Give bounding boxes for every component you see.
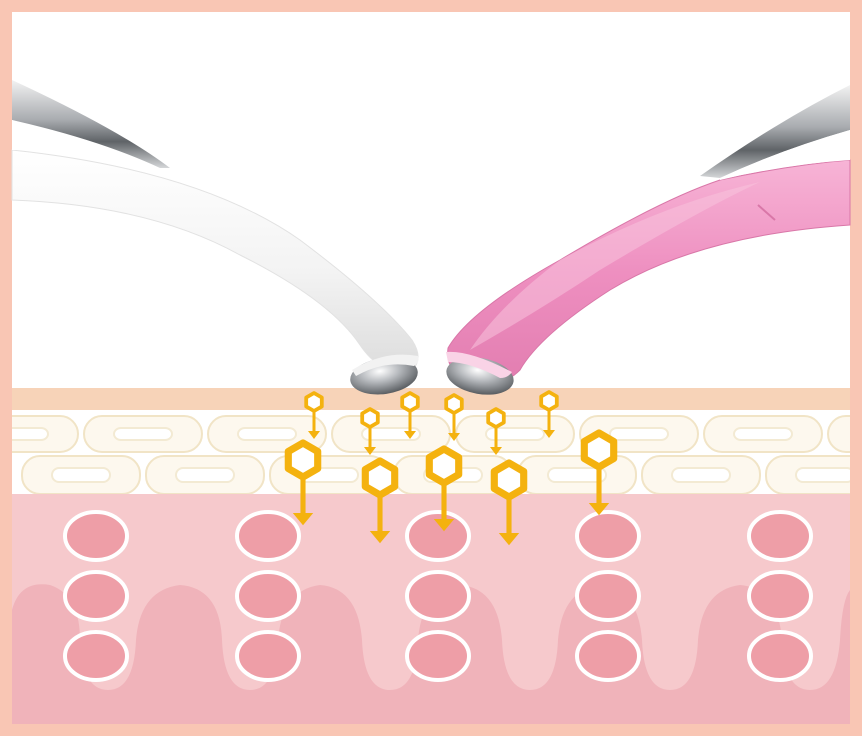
molecule-hexagon-icon [444, 393, 464, 415]
skin-surface-band [12, 388, 850, 412]
white-wand-metal-tip [12, 80, 170, 168]
arrow-down-icon [448, 413, 460, 441]
epidermis-cell-layer [0, 400, 862, 500]
molecule-hexagon-icon [361, 457, 399, 499]
epidermis-cell [455, 415, 575, 453]
epidermis-cell [145, 455, 265, 495]
white-massager-wand [11, 80, 419, 395]
active-ingredient-molecules [284, 390, 618, 546]
arrow-down-icon [292, 478, 314, 526]
arrow-down-icon [364, 427, 376, 455]
molecule-hexagon-icon [425, 445, 463, 487]
molecule-hexagon-icon [360, 407, 380, 429]
follicle-circle [63, 510, 129, 562]
follicle-circle [575, 570, 641, 622]
follicle-circle [235, 510, 301, 562]
molecule-hexagon-icon [304, 391, 324, 413]
epidermis-cell [765, 455, 862, 495]
follicle-circle [235, 570, 301, 622]
epidermis-cell [703, 415, 823, 453]
epidermis-cell [21, 455, 141, 495]
molecule-hexagon-icon [284, 439, 322, 481]
arrow-down-icon [543, 410, 555, 438]
epidermis-cell [517, 455, 637, 495]
arrow-down-icon [433, 484, 455, 532]
pink-wand-metal-tip [700, 85, 850, 178]
follicle-circle [63, 630, 129, 682]
molecule-hexagon-icon [400, 391, 420, 413]
arrow-down-icon [588, 468, 610, 516]
follicle-columns [63, 510, 813, 682]
epidermis-cell [331, 415, 451, 453]
arrow-down-icon [490, 427, 502, 455]
follicle-circle [235, 630, 301, 682]
follicle-circle [63, 570, 129, 622]
arrow-down-icon [369, 496, 391, 544]
follicle-circle [747, 510, 813, 562]
molecule-hexagon-icon [539, 390, 559, 412]
arrow-down-icon [404, 411, 416, 439]
molecule-hexagon-icon [486, 407, 506, 429]
epidermis-cell [641, 455, 761, 495]
epidermis-cell [83, 415, 203, 453]
follicle-circle [405, 510, 471, 562]
follicle-circle [747, 570, 813, 622]
follicle-circle [405, 630, 471, 682]
arrow-down-icon [308, 411, 320, 439]
pink-massager-wand [446, 85, 851, 395]
follicle-circle [405, 570, 471, 622]
molecule-hexagon-icon [580, 429, 618, 471]
follicle-circle [747, 630, 813, 682]
follicle-circle [575, 630, 641, 682]
follicle-circle [575, 510, 641, 562]
arrow-down-icon [498, 498, 520, 546]
molecule-hexagon-icon [490, 459, 528, 501]
